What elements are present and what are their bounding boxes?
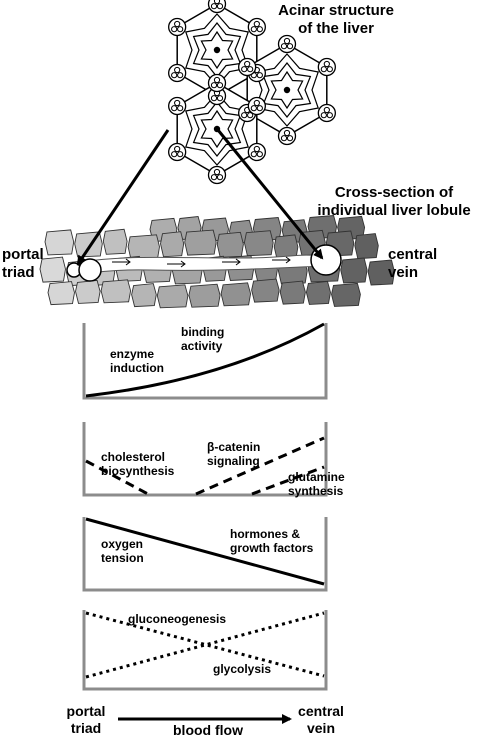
- glycolysis-line: [85, 611, 325, 679]
- hepatocyte: [156, 284, 189, 309]
- beta-catenin-signaling-label: β-catenin signaling: [207, 440, 261, 468]
- portal-triad-icon: [168, 142, 187, 162]
- hepatic-lobule: [246, 43, 328, 137]
- portal-triad-icon: [247, 17, 266, 37]
- panel-frame: [82, 323, 328, 400]
- portal-triad-icon: [317, 103, 336, 123]
- hepatocyte: [216, 231, 244, 258]
- portal-vessel: [78, 258, 102, 282]
- panel-frame: [82, 610, 328, 691]
- cholesterol-biosynthesis-label: cholesterol biosynthesis: [101, 450, 175, 478]
- portal-triad-icon: [207, 165, 227, 185]
- hepatocyte: [184, 229, 217, 256]
- central-vein-dot: [213, 46, 221, 54]
- portal-triad-label: portal triad: [2, 246, 44, 281]
- panel-cholesterol-catenin: [82, 422, 328, 497]
- portal-triad-icon: [168, 17, 187, 37]
- gluconeogenesis-label: gluconeogenesis: [128, 612, 227, 626]
- oxygen-hormone-line: [85, 517, 325, 586]
- blood-flow-label: blood flow: [173, 722, 243, 738]
- hepatocyte: [331, 282, 361, 307]
- glycolysis-label: glycolysis: [213, 662, 272, 676]
- glutamine-line: [251, 465, 325, 496]
- portal-triad-icon: [238, 57, 257, 77]
- central-vein-label: central vein: [388, 246, 438, 281]
- binding-enzyme-curve: [85, 322, 325, 398]
- portal-triad-icon: [247, 142, 266, 162]
- binding-activity-label: binding activity: [181, 325, 225, 353]
- arrow-to-portal-triad: [76, 129, 170, 266]
- hepatocyte: [354, 233, 379, 260]
- acinar-title: Acinar structure of the liver: [278, 2, 394, 37]
- hepatocyte: [75, 279, 101, 304]
- enzyme-induction-label: enzyme induction: [110, 347, 164, 375]
- hepatocyte: [44, 229, 75, 256]
- hepatocyte: [100, 279, 132, 304]
- hepatocyte: [102, 228, 128, 255]
- portal-triad-icon: [247, 96, 266, 116]
- hepatocyte: [131, 283, 157, 308]
- catenin-line: [195, 436, 325, 496]
- portal-triad-icon: [207, 73, 227, 93]
- flow-arrow-icon: [167, 260, 186, 268]
- portal-triad-icon: [277, 34, 297, 54]
- portal-triad-icon: [207, 0, 227, 14]
- hepatocyte: [39, 256, 66, 283]
- arrow-to-central-vein: [216, 129, 324, 260]
- bottom-central-vein-label: central vein: [298, 703, 344, 736]
- hepatocyte: [188, 283, 221, 308]
- hepatocyte: [340, 257, 368, 284]
- panel-frame: [82, 517, 328, 592]
- oxygen-tension-label: oxygen tension: [101, 537, 144, 565]
- hepatocyte: [47, 281, 75, 306]
- flow-arrow-icon: [272, 256, 291, 264]
- liver-lobule-cross-section: [39, 215, 395, 309]
- hormones-growth-factors-label: hormones & growth factors: [230, 527, 314, 555]
- hepatocyte: [127, 234, 160, 261]
- hepatocyte: [279, 280, 306, 305]
- portal-triad-icon: [317, 57, 336, 77]
- cholesterol-line: [85, 459, 149, 496]
- panel-enzyme-binding: [82, 322, 328, 400]
- panel-gluconeogenesis-glycolysis: [82, 610, 328, 691]
- panel-frame: [82, 422, 328, 497]
- hepatocyte: [160, 231, 185, 258]
- glutamine-synthesis-label: glutamine synthesis: [288, 470, 345, 498]
- portal-triad-icon: [277, 126, 297, 146]
- hepatocyte: [367, 259, 395, 286]
- panel-oxygen-hormones: [82, 517, 328, 592]
- central-vein-dot: [283, 86, 291, 94]
- hepatocyte: [251, 278, 280, 303]
- bottom-portal-triad-label: portal triad: [66, 703, 106, 736]
- flow-arrow-icon: [112, 258, 131, 266]
- gluconeogenesis-line: [85, 611, 325, 678]
- flow-arrow-icon: [222, 258, 241, 266]
- hepatocyte: [220, 282, 252, 307]
- hepatocyte: [305, 280, 331, 305]
- hepatocyte: [243, 230, 274, 257]
- portal-triad-icon: [168, 63, 187, 83]
- lobule-title: Cross-section of individual liver lobule: [317, 184, 471, 219]
- portal-triad-icon: [168, 96, 187, 116]
